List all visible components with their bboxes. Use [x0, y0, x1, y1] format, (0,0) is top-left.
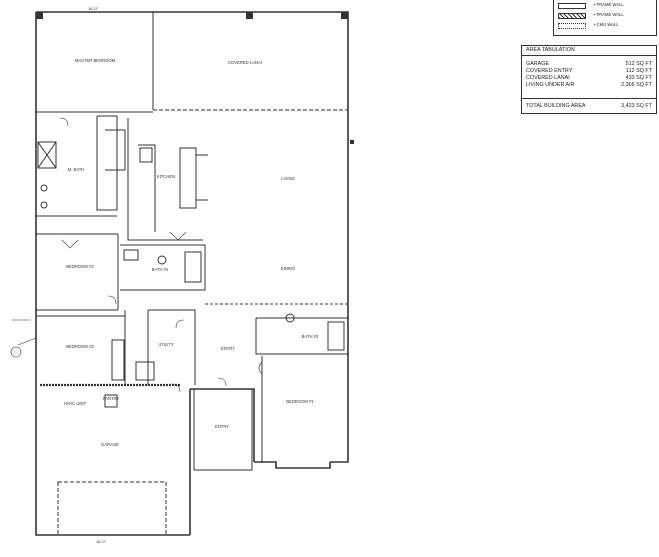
- area-value: 433 SQ FT: [625, 75, 652, 81]
- room-bath-2: BATH #2: [152, 267, 169, 272]
- dimension-bottom: 16'-0": [96, 539, 107, 544]
- legend-swatch-hatch: [558, 13, 586, 19]
- legend-label-2: • FRAME WALL: [594, 12, 624, 17]
- room-pantry: PANTRY: [103, 396, 120, 401]
- room-entry: ENTRY: [215, 424, 229, 429]
- legend-label-3: • CMU WALL: [594, 22, 619, 27]
- area-total-label: TOTAL BUILDING AREA: [526, 103, 586, 109]
- wall-legend: • FRAME WALL • FRAME WALL • CMU WALL: [553, 0, 657, 36]
- area-row-living: LIVING UNDER AIR 2,366 SQ FT: [526, 82, 652, 89]
- room-labels: MASTER BEDROOM COVERED LANAI M. BATH KIT…: [64, 58, 319, 447]
- legend-swatch-cmu: [558, 23, 586, 29]
- room-hvac: HVAC UNIT: [64, 401, 87, 406]
- room-bath-3: BATH #3: [302, 334, 319, 339]
- dimension-top: 16'-0": [88, 6, 99, 11]
- room-dining: DINING: [281, 266, 296, 271]
- area-value: 2,366 SQ FT: [621, 82, 652, 88]
- area-row-total: TOTAL BUILDING AREA 3,423 SQ FT: [526, 103, 652, 110]
- area-label: LIVING UNDER AIR: [526, 82, 575, 88]
- area-tabulation-table: AREA TABULATION GARAGE 512 SQ FT COVERED…: [521, 45, 657, 114]
- room-master-bath: M. BATH: [68, 167, 85, 172]
- door-swings: [59, 117, 263, 393]
- room-garage: GARAGE: [101, 442, 119, 447]
- area-tabulation-title: AREA TABULATION: [522, 46, 656, 56]
- area-total-value: 3,423 SQ FT: [621, 103, 652, 109]
- interior-walls: [36, 12, 348, 536]
- legend-swatch-frame: [558, 3, 586, 9]
- room-living: LIVING: [281, 176, 295, 181]
- area-value: 512 SQ FT: [625, 61, 652, 67]
- area-label: GARAGE: [526, 61, 550, 67]
- exterior-walls: [35, 11, 349, 536]
- dimension-labels: 16'-0" 16'-0": [88, 6, 107, 544]
- room-entry-door: ENTRY: [221, 346, 235, 351]
- area-row-covered-lanai: COVERED LANAI 433 SQ FT: [526, 75, 652, 82]
- area-row-garage: GARAGE 512 SQ FT: [526, 61, 652, 68]
- room-bedroom-2: BEDROOM #2: [66, 344, 94, 349]
- column-marks: [36, 12, 354, 144]
- room-kitchen: KITCHEN: [157, 174, 175, 179]
- room-bedroom-1: BEDROOM #1: [286, 399, 314, 404]
- room-utility: UTILITY: [158, 342, 174, 347]
- area-label: COVERED ENTRY: [526, 68, 573, 74]
- room-covered-lanai: COVERED LANAI: [228, 60, 262, 65]
- area-label: COVERED LANAI: [526, 75, 570, 81]
- room-master-bedroom: MASTER BEDROOM: [75, 58, 116, 63]
- room-bedroom-3: BEDROOM #3: [66, 264, 94, 269]
- legend-label-1: • FRAME WALL: [594, 2, 624, 7]
- area-total: TOTAL BUILDING AREA 3,423 SQ FT: [522, 98, 656, 113]
- area-value: 112 SQ FT: [626, 68, 652, 74]
- area-row-covered-entry: COVERED ENTRY 112 SQ FT: [526, 68, 652, 75]
- connect-marker: [10, 319, 37, 358]
